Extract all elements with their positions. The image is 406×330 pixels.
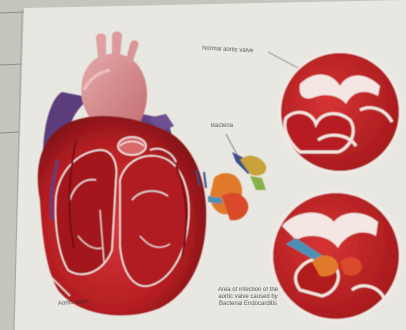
infection-area-label: Area of infection of the aortic valve ca… <box>213 287 283 308</box>
aortic-valve <box>118 137 146 155</box>
magnified-infected-valve <box>270 190 402 322</box>
bacteria-label: Bacteria <box>211 123 233 130</box>
